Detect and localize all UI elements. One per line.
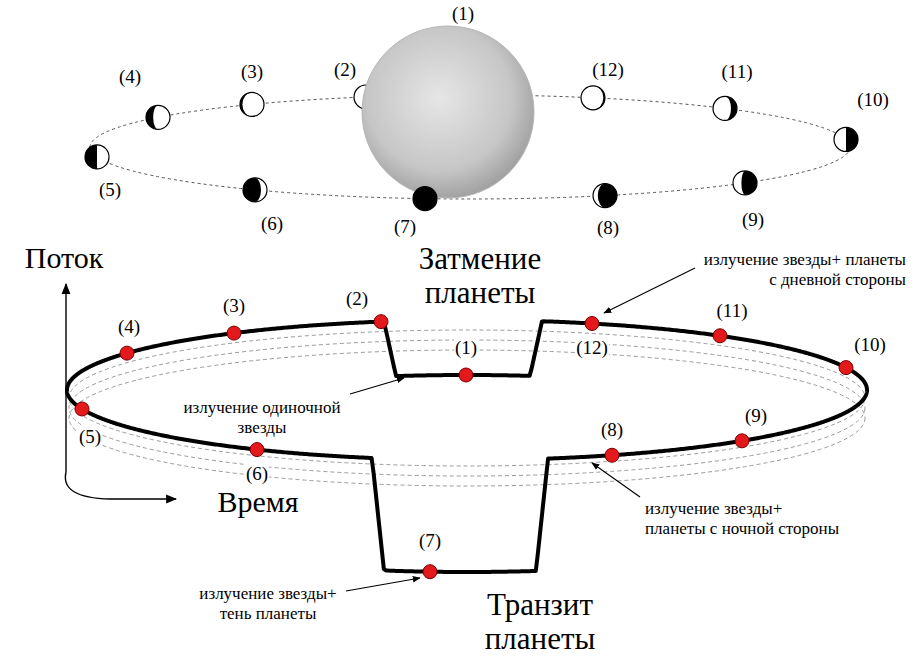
guide-ellipse — [69, 340, 865, 476]
annotation: излучение звезды+ планеты с дневной стор… — [703, 250, 906, 291]
phase-dot — [585, 317, 599, 331]
position-number: (3) — [222, 295, 246, 318]
guide-ellipses — [69, 330, 865, 486]
position-number: (2) — [334, 59, 356, 82]
leader-arrow — [592, 463, 640, 497]
phase-dot — [227, 326, 241, 340]
phase-dot — [75, 402, 89, 416]
leader-arrow — [350, 378, 404, 394]
planet-outline — [713, 96, 737, 120]
position-number: (9) — [742, 209, 764, 232]
planet-day — [97, 145, 109, 169]
planet — [240, 92, 264, 116]
light-curve — [67, 321, 867, 572]
phase-dot — [713, 329, 727, 343]
planet-day — [733, 171, 745, 195]
planets-front — [85, 86, 858, 211]
planet-outline — [733, 171, 757, 195]
annotation: излучение звезды+ планеты с ночной сторо… — [645, 499, 840, 540]
guide-ellipse — [69, 350, 865, 486]
star — [362, 26, 534, 198]
position-number: (3) — [241, 61, 263, 84]
annotation: излучение звезды+ тень планеты — [191, 584, 346, 625]
position-number: (8) — [597, 217, 619, 240]
event-label: Транзит планеты — [463, 588, 618, 656]
planet-night — [593, 184, 617, 208]
planet — [713, 96, 737, 120]
planet-outline — [593, 184, 617, 208]
planet-night — [240, 92, 264, 116]
phase-dot — [459, 368, 473, 382]
axis-label: Поток — [25, 240, 104, 276]
phase-dot — [120, 346, 134, 360]
axis-label: Время — [217, 484, 298, 520]
position-number: (10) — [857, 89, 889, 112]
planet — [85, 145, 109, 169]
time-arrow — [65, 472, 176, 499]
position-number: (10) — [853, 334, 887, 357]
position-number: (5) — [99, 179, 121, 202]
position-number: (6) — [261, 213, 283, 236]
phase-dot — [423, 565, 437, 579]
position-number: (12) — [592, 59, 624, 82]
position-number: (4) — [119, 66, 141, 89]
planet-night — [243, 178, 267, 202]
position-number: (9) — [744, 405, 768, 428]
phase-dots — [75, 315, 853, 579]
planet — [581, 86, 605, 110]
planet-day — [255, 178, 267, 202]
position-number: (2) — [345, 288, 369, 311]
planet-day — [593, 184, 605, 208]
annotation: излучение одиночной звезды — [169, 398, 356, 439]
planet-outline — [413, 187, 437, 211]
position-number: (11) — [716, 300, 749, 323]
planet-outline — [85, 145, 109, 169]
phase-dot — [605, 448, 619, 462]
planet-outline — [581, 86, 605, 110]
position-number: (6) — [245, 463, 269, 486]
planet-night — [85, 145, 109, 169]
guide-ellipse — [69, 330, 865, 466]
position-number: (1) — [454, 337, 478, 360]
leader-lines — [346, 268, 695, 591]
phase-dot — [839, 361, 853, 375]
phase-dot — [250, 443, 264, 457]
position-number: (11) — [722, 61, 753, 84]
position-number: (7) — [418, 530, 442, 553]
position-number: (5) — [78, 426, 102, 449]
planet — [593, 184, 617, 208]
planet — [413, 187, 437, 211]
event-label: Затмение планеты — [403, 242, 558, 310]
planet — [146, 105, 170, 129]
planet-night — [413, 187, 437, 211]
position-number: (12) — [575, 337, 609, 360]
planet-night — [581, 86, 605, 110]
position-number: (4) — [117, 316, 141, 339]
leader-arrow — [346, 578, 420, 591]
planet-night — [713, 96, 737, 120]
planet-day — [834, 127, 846, 151]
planet-outline — [240, 92, 264, 116]
planet-night — [146, 105, 170, 129]
planet — [834, 127, 858, 151]
phase-dot — [735, 434, 749, 448]
planet-day — [153, 105, 170, 129]
position-number: (8) — [600, 419, 624, 442]
position-number: (7) — [394, 216, 416, 239]
position-number: (1) — [452, 3, 474, 26]
planet — [243, 178, 267, 202]
planet-outline — [243, 178, 267, 202]
planet-night — [834, 127, 858, 151]
phase-dot — [374, 315, 388, 329]
leader-arrow — [604, 268, 695, 313]
planet — [733, 171, 757, 195]
planet-night — [733, 171, 757, 195]
planet-outline — [146, 105, 170, 129]
flux-axis — [65, 284, 66, 472]
planet-outline — [834, 127, 858, 151]
